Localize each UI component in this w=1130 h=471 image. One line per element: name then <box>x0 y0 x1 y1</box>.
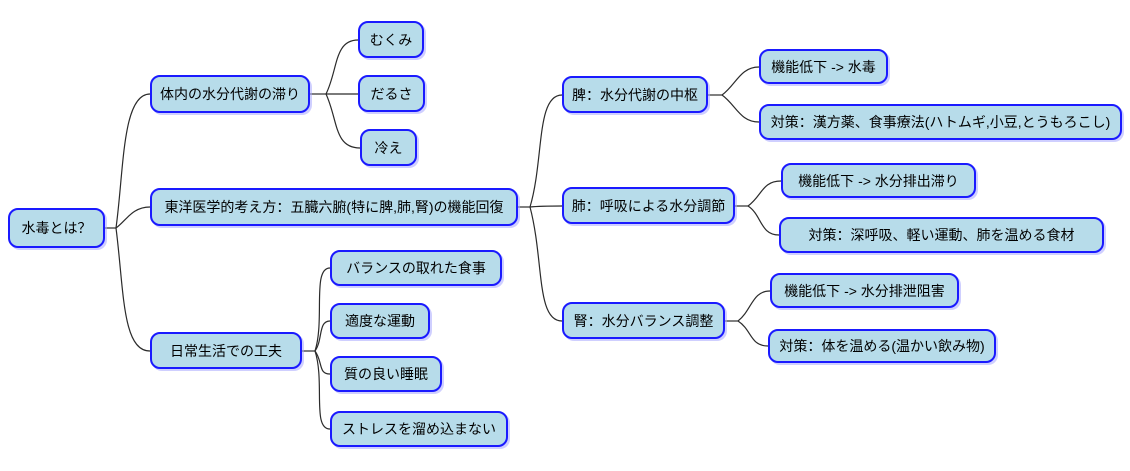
node-spleen-decline: 機能低下 -> 水毒 <box>759 49 888 84</box>
node-lung-remedy: 対策：深呼吸、軽い運動、肺を温める食材 <box>779 217 1104 253</box>
edge-b1-kidney <box>529 206 563 322</box>
node-balanced-diet: バランスの取れた食事 <box>330 250 502 286</box>
edge-root-branch1 <box>115 206 151 229</box>
node-kidney-remedy: 対策：体を温める(温かい飲み物) <box>768 329 996 363</box>
node-water-metabolism-stagnation: 体内の水分代謝の滞り <box>150 75 310 113</box>
edge-b1-spleen <box>529 94 563 208</box>
edge-b0-c0 <box>325 39 359 95</box>
node-root: 水毒とは？ <box>8 208 105 248</box>
node-swelling: むくみ <box>358 21 424 58</box>
node-lung-decline: 機能低下 -> 水分排出滞り <box>781 163 976 198</box>
node-quality-sleep: 質の良い睡眠 <box>330 356 442 392</box>
node-avoid-stress: ストレスを溜め込まない <box>330 411 508 447</box>
edge-b1-lung <box>529 205 563 208</box>
edge-b2-c1 <box>314 320 331 352</box>
edge-spleen-c1 <box>721 94 760 123</box>
edge-lung-c0 <box>747 180 782 207</box>
node-moderate-exercise: 適度な運動 <box>330 303 430 339</box>
edge-b2-c0 <box>314 267 331 352</box>
edge-spleen-c0 <box>721 66 760 96</box>
node-lung: 肺：呼吸による水分調節 <box>562 187 735 224</box>
edge-b0-c2 <box>325 93 361 149</box>
node-eastern-medicine-view: 東洋医学的考え方：五臓六腑(特に脾,肺,腎)の機能回復 <box>150 188 518 226</box>
node-kidney-decline: 機能低下 -> 水分排泄阻害 <box>770 273 959 308</box>
node-spleen: 脾：水分代謝の中枢 <box>562 76 708 113</box>
edge-root-branch0 <box>115 93 151 229</box>
edge-kidney-c1 <box>737 320 769 347</box>
edge-b2-c2 <box>314 350 331 375</box>
node-fatigue: だるさ <box>358 75 425 112</box>
node-kidney: 腎：水分バランス調整 <box>562 302 725 339</box>
edge-b2-c3 <box>314 350 331 430</box>
edge-lung-c1 <box>747 205 780 236</box>
edge-kidney-c0 <box>737 290 771 322</box>
node-coldness: 冷え <box>360 129 417 166</box>
edge-root-branch2 <box>115 227 151 352</box>
node-spleen-remedy: 対策：漢方薬、食事療法(ハトムギ,小豆,とうもろこし) <box>759 104 1122 140</box>
node-daily-life-tips: 日常生活での工夫 <box>150 332 302 369</box>
